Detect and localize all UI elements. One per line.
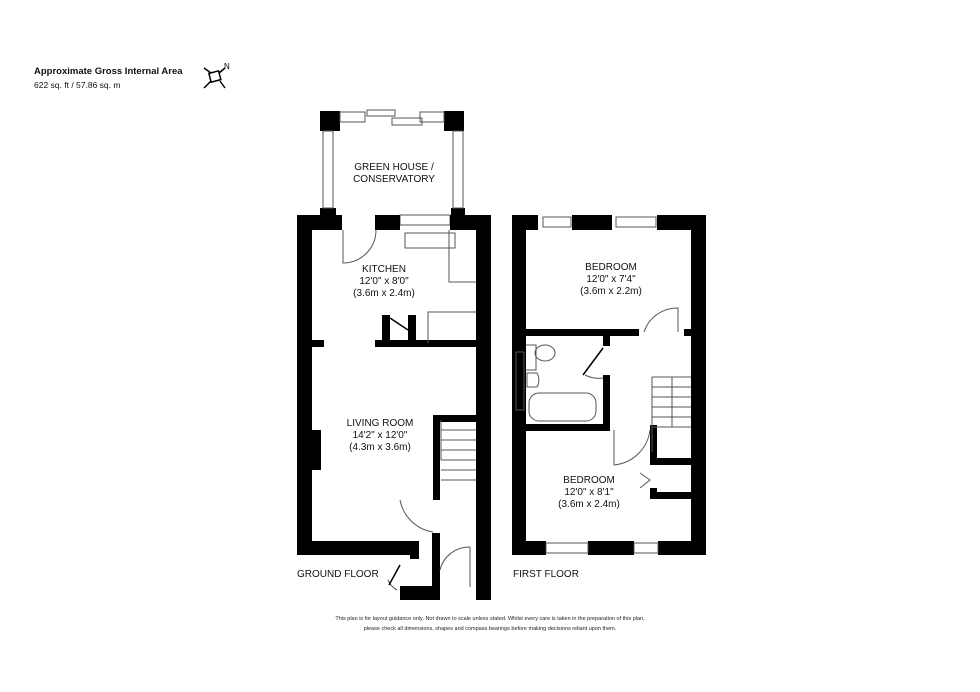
compass-north-label: N	[224, 62, 230, 71]
room-dims-imperial: 14'2" x 12'0"	[352, 430, 408, 441]
room-dims-imperial: 12'0" x 7'4"	[586, 274, 636, 285]
area-title: Approximate Gross Internal Area	[34, 66, 183, 77]
first-floor-plan	[512, 215, 706, 555]
room-conservatory: GREEN HOUSE / CONSERVATORY	[353, 162, 435, 186]
ground-floor-plan	[297, 109, 491, 600]
room-name: KITCHEN	[362, 264, 406, 275]
room-kitchen: KITCHEN 12'0" x 8'0" (3.6m x 2.4m)	[353, 264, 415, 300]
room-dims-metric: (3.6m x 2.4m)	[353, 288, 415, 299]
disclaimer-line-2: please check all dimensions, shapes and …	[363, 626, 617, 632]
ground-floor-walls	[297, 215, 491, 600]
first-floor-fixtures	[515, 216, 691, 554]
disclaimer-line-1: This plan is for layout guidance only. N…	[335, 616, 645, 622]
room-living-room: LIVING ROOM 14'2" x 12'0" (4.3m x 3.6m)	[347, 418, 414, 454]
room-bedroom-2: BEDROOM 12'0" x 8'1" (3.6m x 2.4m)	[558, 475, 620, 511]
ground-floor-label: GROUND FLOOR	[297, 569, 379, 580]
room-name: LIVING ROOM	[346, 418, 414, 429]
room-bedroom-1: BEDROOM 12'0" x 7'4" (3.6m x 2.2m)	[580, 262, 642, 298]
room-dims-imperial: 12'0" x 8'1"	[564, 487, 614, 498]
ground-floor-fixtures	[342, 229, 476, 591]
first-floor-walls	[512, 215, 706, 555]
room-dims-imperial: 12'0" x 8'0"	[359, 276, 409, 287]
compass-icon: N	[203, 62, 230, 89]
area-value: 622 sq. ft / 57.86 sq. m	[34, 80, 121, 90]
room-name-line2: CONSERVATORY	[353, 174, 435, 185]
first-floor-label: FIRST FLOOR	[513, 569, 579, 580]
room-dims-metric: (4.3m x 3.6m)	[349, 442, 411, 453]
room-name: BEDROOM	[563, 475, 615, 486]
room-dims-metric: (3.6m x 2.4m)	[558, 499, 620, 510]
room-name: GREEN HOUSE /	[354, 162, 434, 173]
room-name: BEDROOM	[585, 262, 637, 273]
room-dims-metric: (3.6m x 2.2m)	[580, 286, 642, 297]
